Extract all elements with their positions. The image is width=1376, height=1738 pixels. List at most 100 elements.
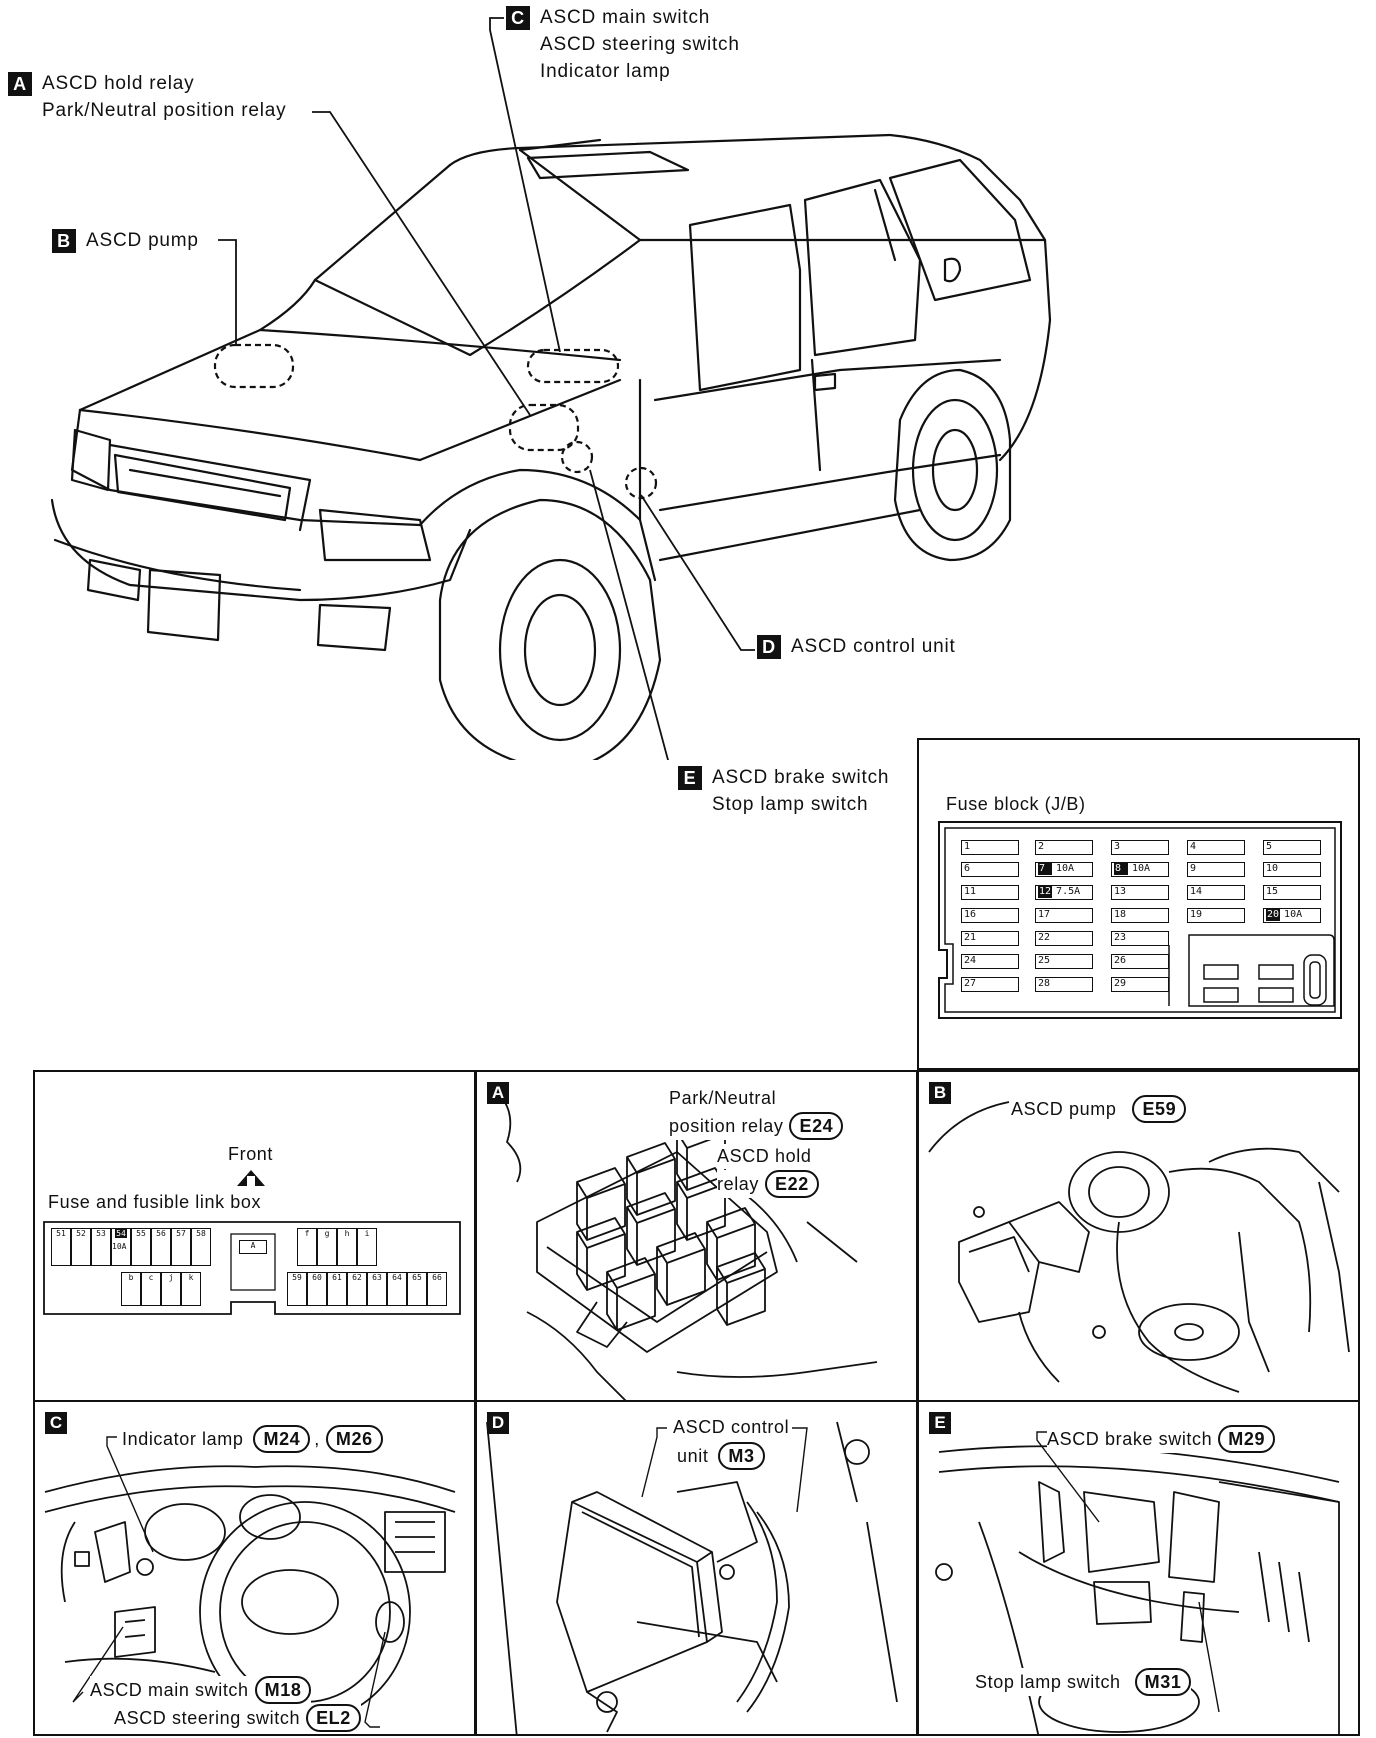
fuse-cell-label: 63: [372, 1273, 382, 1282]
pump-drawing: [928, 1101, 1350, 1393]
panel-b-row: ASCD pump E59: [1011, 1095, 1187, 1123]
panel-e-label2: Stop lamp switch: [975, 1672, 1121, 1692]
connector-m26: M26: [325, 1425, 383, 1453]
fuse-2: 2: [1035, 840, 1093, 855]
fuse-cell-label: b: [128, 1273, 134, 1282]
fuse-27: 27: [961, 977, 1019, 992]
panel-e-badge: E: [929, 1412, 951, 1434]
fuse-number: 29: [1114, 978, 1127, 989]
fuse-cell-label: f: [304, 1229, 310, 1238]
fuse-25: 25: [1035, 954, 1093, 969]
callout-a-badge: A: [8, 71, 32, 96]
fuse-7: 7 10A: [1035, 862, 1093, 877]
callout-d-badge: D: [757, 634, 781, 659]
panel-a-label1: Park/Neutral: [669, 1086, 777, 1111]
connector-e59: E59: [1132, 1095, 1187, 1123]
fuse-number: 9: [1190, 863, 1197, 874]
callout-e-badge: E: [678, 765, 702, 790]
fuse-cell-label: 64: [392, 1273, 402, 1282]
panel-a-label2: position relay: [669, 1116, 784, 1136]
fuse-number: 19: [1190, 909, 1203, 920]
fuse-number: 11: [964, 886, 977, 897]
fuse-cell-label: 62: [352, 1273, 362, 1282]
fuse-10: 10: [1263, 862, 1321, 877]
fuse-cell-label: 52: [76, 1229, 86, 1238]
fusible-link-53: 53: [91, 1228, 111, 1266]
front-label: Front: [228, 1142, 274, 1167]
fuse-number: 4: [1190, 841, 1197, 852]
connector-m18: M18: [254, 1676, 312, 1704]
callout-c-line1: ASCD main switch: [540, 7, 711, 28]
fuse-9: 9: [1187, 862, 1245, 877]
fusible-link-b: b: [121, 1272, 141, 1306]
panel-b-label: ASCD pump: [1011, 1099, 1117, 1119]
fuse-28: 28: [1035, 977, 1093, 992]
fuse-16: 16: [961, 908, 1019, 923]
fusible-link-51: 51: [51, 1228, 71, 1266]
fuse-17: 17: [1035, 908, 1093, 923]
fuse-cell-label: i: [364, 1229, 370, 1238]
fuse-number: 21: [964, 932, 977, 943]
panel-c-label1: Indicator lamp: [122, 1429, 244, 1449]
fuse-cell-label: 57: [176, 1229, 186, 1238]
fusible-link-i: i: [357, 1228, 377, 1266]
fusible-link-63: 63: [367, 1272, 387, 1306]
fuse-14: 14: [1187, 885, 1245, 900]
fuse-number: 3: [1114, 841, 1121, 852]
fuse-cell-label: 65: [412, 1273, 422, 1282]
fuse-rating: 7.5A: [1056, 886, 1081, 897]
fusible-link-j: j: [161, 1272, 181, 1306]
fusible-link-h: h: [337, 1228, 357, 1266]
fusible-link-57: 57: [171, 1228, 191, 1266]
fuse-number: 26: [1114, 955, 1127, 966]
callout-c-badge: C: [506, 5, 530, 30]
panel-a-badge: A: [487, 1082, 509, 1104]
fuse-cell-label: 56: [156, 1229, 166, 1238]
fuse-3: 3: [1111, 840, 1169, 855]
fusible-link-g: g: [317, 1228, 337, 1266]
fuse-cell-label: j: [168, 1273, 174, 1282]
fuse-26: 26: [1111, 954, 1169, 969]
fuse-number: 1: [964, 841, 971, 852]
fuse-number: 10: [1266, 863, 1279, 874]
panel-c-badge: C: [45, 1412, 67, 1434]
fuse-15: 15: [1263, 885, 1321, 900]
connector-m29: M29: [1218, 1425, 1276, 1453]
callout-b-line1: ASCD pump: [86, 230, 199, 251]
fuse-number: 7: [1038, 863, 1052, 875]
fuse-number: 2: [1038, 841, 1045, 852]
panel-b-badge: B: [929, 1082, 951, 1104]
fusible-link-64: 64: [387, 1272, 407, 1306]
fusible-link-f: f: [297, 1228, 317, 1266]
fuse-cell-label: k: [188, 1273, 194, 1282]
fusible-link-56: 56: [151, 1228, 171, 1266]
fuse-22: 22: [1035, 931, 1093, 946]
fusible-link-k: k: [181, 1272, 201, 1306]
fuse-rating: 10A: [1284, 909, 1303, 920]
fusible-link-box-drawing: [43, 1170, 461, 1315]
fuse-rating: 10A: [1056, 863, 1075, 874]
fuse-number: 20: [1266, 909, 1281, 921]
fusible-link-55: 55: [131, 1228, 151, 1266]
fuse-number: 8: [1114, 863, 1128, 875]
fuse-number: 16: [964, 909, 977, 920]
fuse-19: 19: [1187, 908, 1245, 923]
fuse-number: 15: [1266, 886, 1279, 897]
fusible-link-58: 58: [191, 1228, 211, 1266]
fuse-11: 11: [961, 885, 1019, 900]
fuse-cell-label: 54: [115, 1229, 127, 1238]
fuse-number: 23: [1114, 932, 1127, 943]
connector-e24: E24: [789, 1112, 844, 1140]
vehicle-illustration: [50, 17, 1052, 760]
